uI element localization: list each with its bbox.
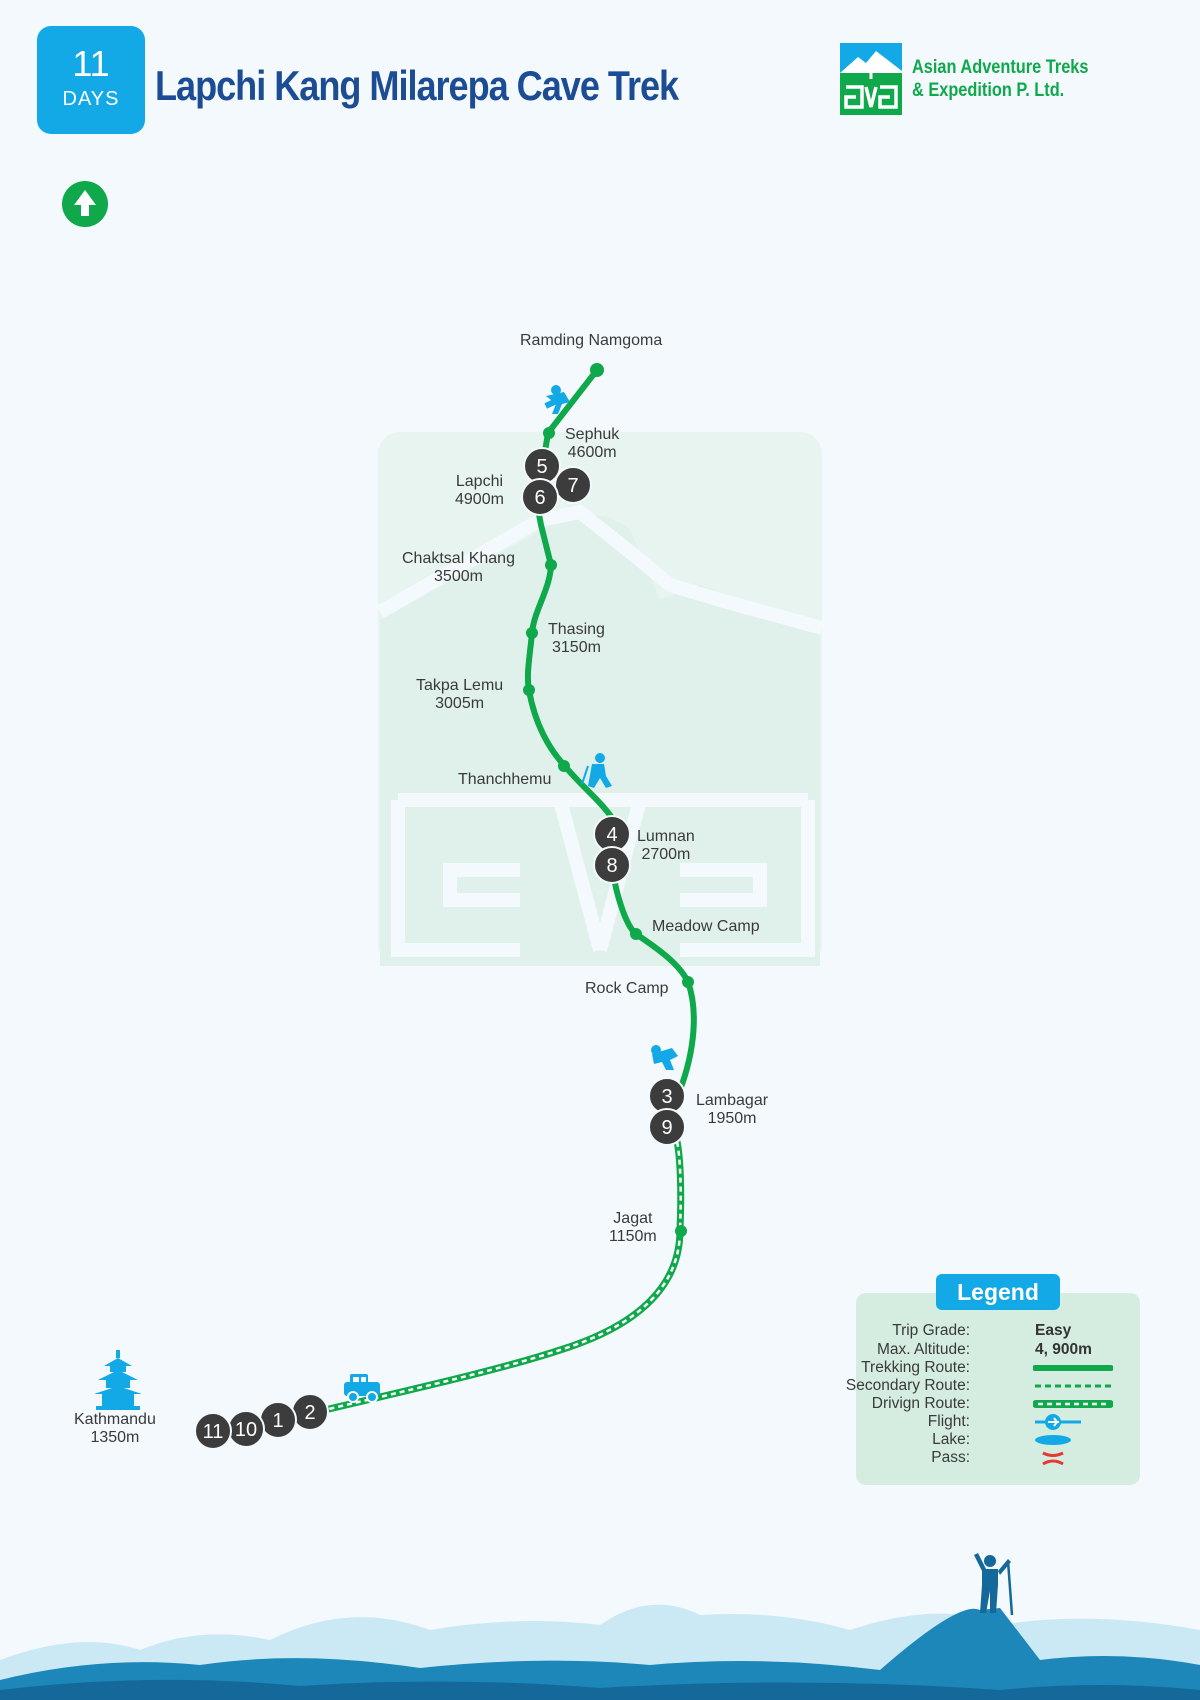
svg-text:9: 9: [661, 1117, 672, 1139]
lake-swatch: [1035, 1435, 1071, 1445]
waypoint-meadow: [630, 928, 642, 940]
legend-row-driving-route: Drivign Route:: [856, 1395, 1140, 1413]
waypoint-chaktsal: [545, 559, 557, 571]
svg-text:2: 2: [304, 1402, 315, 1424]
watermark-logo: [376, 432, 824, 966]
label-rock-camp: Rock Camp: [585, 980, 669, 997]
day-marker-6: 6: [521, 478, 559, 516]
day-marker-2: 2: [291, 1393, 329, 1431]
hiker-icon: [651, 1045, 678, 1070]
waypoint-thasing: [526, 627, 538, 639]
company-name-line1: Asian Adventure Treks: [912, 57, 1089, 78]
driving-route: [308, 1123, 685, 1417]
label-thanchhemu: Thanchhemu: [458, 771, 552, 788]
waypoint-sephuk: [543, 427, 555, 439]
svg-text:3: 3: [661, 1086, 672, 1108]
label-meadow-camp: Meadow Camp: [652, 918, 760, 935]
flight-swatch: [1035, 1414, 1081, 1430]
svg-text:5: 5: [536, 456, 547, 478]
label-ramding-namgoma: Ramding Namgoma: [520, 332, 663, 349]
trekking-route-swatch: [1033, 1365, 1113, 1371]
waypoint-thanchhemu: [558, 760, 570, 772]
svg-text:8: 8: [606, 855, 617, 877]
day-marker-10: 10: [227, 1410, 265, 1448]
day-markers: 5 7 6 4 8 3 9 2 1 10 11: [194, 447, 686, 1450]
legend-row-trekking-route: Trekking Route:: [856, 1359, 1140, 1377]
waypoint-takpa: [523, 684, 535, 696]
climber-silhouette-icon: [974, 1553, 1014, 1616]
svg-text:1: 1: [272, 1410, 283, 1432]
legend-row-secondary-route: Secondary Route:: [846, 1377, 1140, 1395]
mountain-logo-icon: [840, 43, 902, 115]
legend-row-trip-grade: Trip Grade: Easy: [892, 1322, 1072, 1339]
days-number: 11: [72, 43, 110, 84]
day-marker-4: 4: [593, 815, 631, 853]
waypoint-jagat: [675, 1225, 687, 1237]
days-badge: 11 DAYS: [37, 26, 145, 134]
svg-text:4: 4: [606, 824, 617, 846]
jeep-icon: [344, 1374, 380, 1403]
legend-panel: [856, 1293, 1140, 1485]
waypoint-rock: [682, 976, 694, 988]
temple-icon: [94, 1350, 142, 1410]
driving-route-swatch: [1033, 1400, 1113, 1408]
hiker-icon: [544, 385, 570, 414]
day-marker-5: 5: [523, 447, 561, 485]
day-marker-7: 7: [554, 466, 592, 504]
legend-row-flight: Flight:: [856, 1413, 1140, 1431]
legend-row-pass: Pass:: [856, 1449, 1140, 1467]
hiker-icon: [581, 753, 612, 788]
days-label: DAYS: [62, 88, 120, 110]
svg-text:7: 7: [567, 475, 578, 497]
page-title: Lapchi Kang Milarepa Cave Trek: [155, 62, 679, 109]
bottom-mountains: [0, 1604, 1200, 1700]
day-marker-1: 1: [259, 1401, 297, 1439]
legend-row-lake: Lake:: [856, 1431, 1140, 1449]
svg-text:6: 6: [534, 487, 545, 509]
driving-route-dashes: [311, 1125, 682, 1415]
svg-text:11: 11: [203, 1421, 224, 1443]
company-name: Asian Adventure Treks & Expedition P. Lt…: [912, 56, 1088, 102]
pass-swatch: [1042, 1451, 1064, 1466]
day-marker-8: 8: [593, 846, 631, 884]
legend-title: Legend: [936, 1274, 1060, 1310]
waypoint-ramding: [590, 363, 604, 377]
day-marker-9: 9: [648, 1108, 686, 1146]
waypoint-dots: [523, 363, 694, 1237]
company-name-line2: & Expedition P. Ltd.: [912, 80, 1065, 101]
secondary-route-swatch: [1035, 1384, 1111, 1388]
north-arrow-icon: [62, 181, 108, 227]
legend-row-max-altitude: Max. Altitude: 4, 900m: [876, 1341, 1092, 1358]
svg-text:10: 10: [235, 1419, 257, 1441]
day-marker-11: 11: [194, 1412, 232, 1450]
